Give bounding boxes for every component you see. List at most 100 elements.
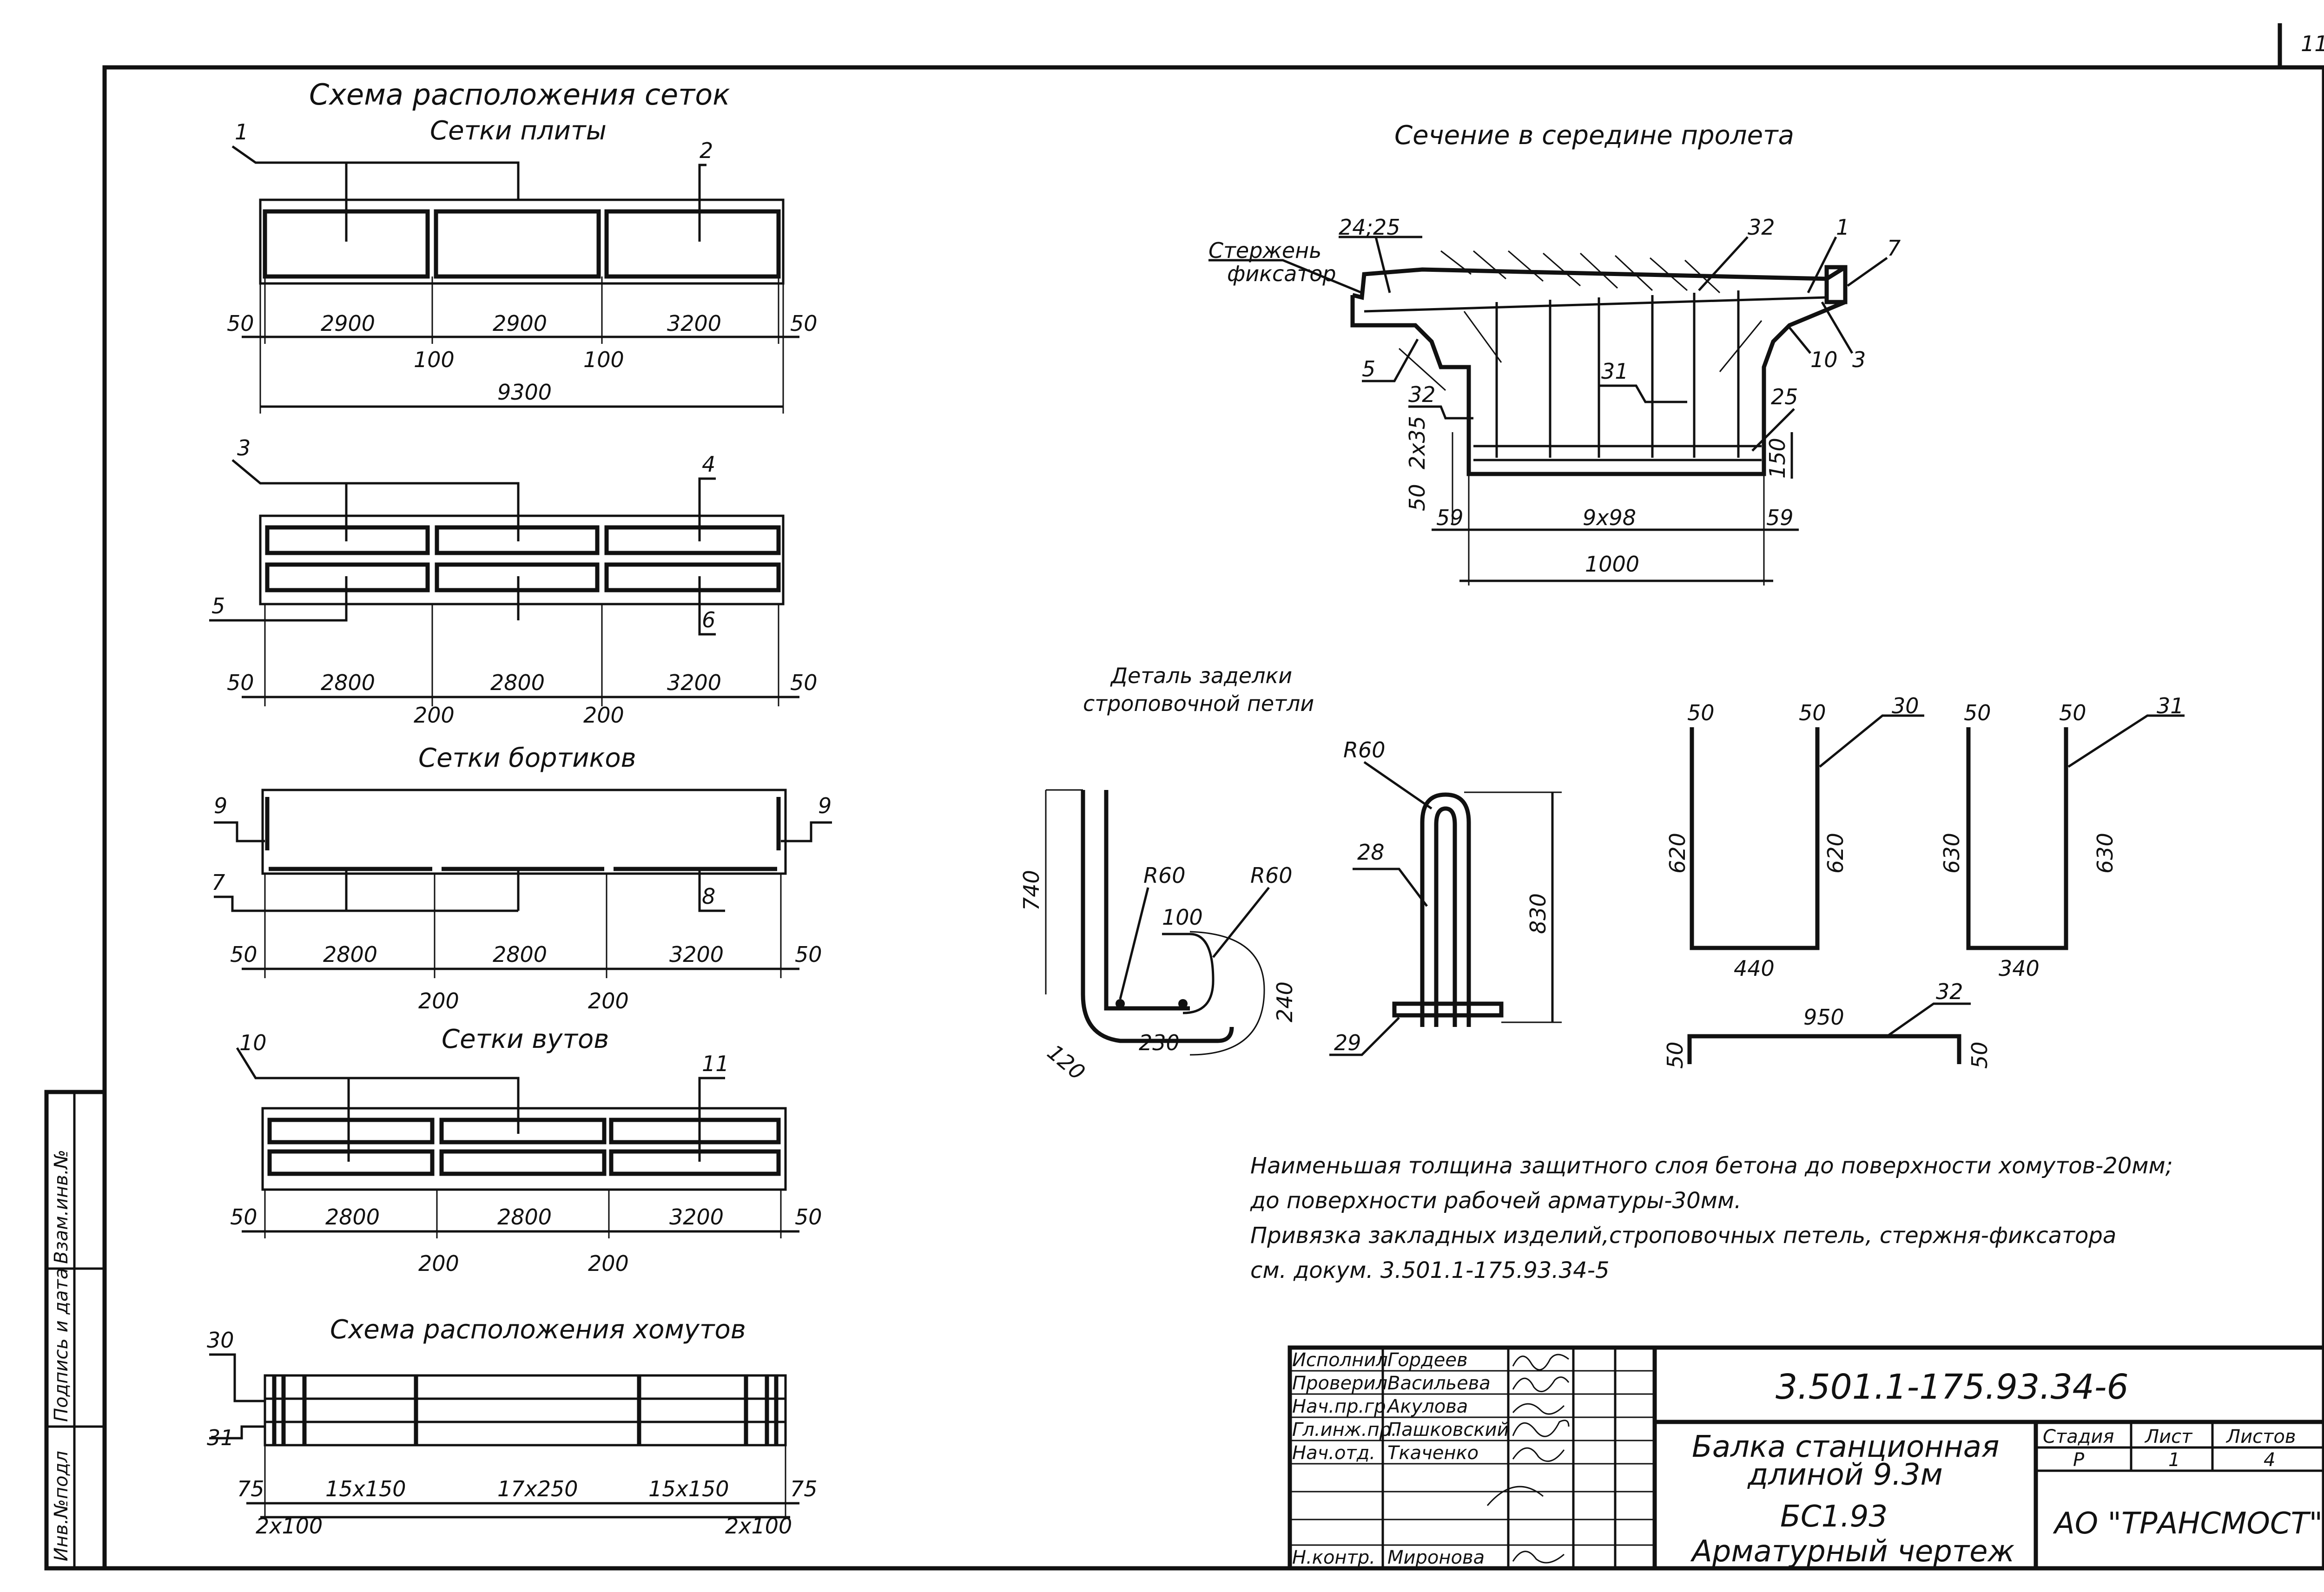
slab2-span-3: 3200 [667, 670, 721, 695]
section-label-31: 31 [1601, 359, 1629, 384]
slab2-callout-4: 4 [702, 452, 715, 477]
bar31-top-left: 50 [1964, 700, 1991, 725]
slab2-edge-right: 50 [790, 670, 818, 695]
stirrups-sub-right: 2x100 [725, 1513, 792, 1539]
section-group: Сечение в середине пролета [1208, 120, 1901, 585]
sides-gap-1: 200 [418, 988, 459, 1013]
sides-callout-7: 7 [211, 870, 225, 895]
stamp-role-2: Проверил [1292, 1373, 1387, 1394]
bar31-top-right: 50 [2059, 700, 2086, 725]
slab-span-2: 2900 [493, 311, 547, 336]
section-label-10: 10 [1810, 347, 1838, 372]
bar32-end-left: 50 [1663, 1041, 1688, 1069]
slab2-callout-5: 5 [211, 593, 225, 618]
stamp-stage-header: Стадия [2043, 1426, 2114, 1447]
slab2-edge-left: 50 [227, 670, 254, 695]
slab-edge-right: 50 [790, 311, 818, 336]
sides-callout-9-left: 9 [214, 793, 227, 818]
stamp-role-6: Н.контр. [1292, 1547, 1375, 1568]
sides-span-1: 2800 [323, 942, 377, 967]
stirrups-dim-left: 75 [237, 1476, 264, 1501]
stirrups-dim-right: 75 [790, 1476, 818, 1501]
stamp-org: АО "ТРАНСМОСТ" [2053, 1506, 2323, 1541]
title-block: Исполнил Проверил Нач.пр.гр. Гл.инж.пр. … [1287, 1345, 2324, 1571]
bar30-side-left: 620 [1665, 833, 1690, 874]
sides-callout-8: 8 [702, 884, 715, 909]
stamp-title-2: длиной 9.3м [1747, 1458, 1943, 1492]
bar32-group: 950 32 50 50 [1663, 979, 1992, 1069]
sides-span-2: 2800 [493, 942, 547, 967]
loop-label-29: 29 [1334, 1030, 1361, 1055]
haunch-span-2: 2800 [497, 1204, 552, 1230]
note-line-3: Привязка закладных изделий,строповочных … [1250, 1223, 2116, 1249]
slab-span-1: 2900 [321, 311, 375, 336]
stirrups-group: Схема расположения хомутов 30 31 75 15x1… [207, 1315, 818, 1539]
detail-title-2: строповочной петли [1083, 691, 1314, 716]
stamp-name-6: Миронова [1387, 1547, 1485, 1568]
stamp-name-4: Пашковский [1387, 1419, 1509, 1441]
scheme-title: Схема расположения сеток [309, 78, 730, 112]
slab2-gap-2: 200 [583, 703, 624, 728]
margin-inv-label: Инв.№подл [51, 1451, 72, 1561]
stamp-sheets: 4 [2264, 1449, 2275, 1471]
bar30-group: 50 50 30 620 620 440 [1665, 693, 1924, 981]
haunch-callout-11: 11 [702, 1051, 729, 1076]
sides-mesh-group: Сетки бортиков 9 9 7 8 50 2800 2800 3200… [211, 743, 832, 1013]
section-label-5: 5 [1362, 356, 1375, 382]
slab2-span-1: 2800 [321, 670, 375, 695]
stamp-sheets-header: Листов [2225, 1426, 2296, 1447]
slab-mesh-group: Сетки плиты 1 2 50 2900 2900 3200 50 100… [227, 116, 818, 414]
sides-edge-left: 50 [230, 942, 257, 967]
sides-callout-9-right: 9 [818, 793, 832, 818]
detail-title-1: Деталь заделки [1110, 663, 1292, 688]
haunch-span-3: 3200 [669, 1204, 724, 1230]
stamp-role-1: Исполнил [1292, 1349, 1388, 1371]
stirrups-title: Схема расположения хомутов [330, 1315, 746, 1345]
section-dim-59-left: 59 [1436, 505, 1464, 530]
loop-group: R60 830 28 29 [1329, 737, 1562, 1056]
stamp-name-5: Ткаченко [1387, 1442, 1479, 1464]
stirrups-callout-31: 31 [207, 1425, 234, 1450]
margin-strip: Инв.№подл Подпись и дата Взам.инв.№ [44, 1090, 107, 1571]
bar31-group: 50 50 31 630 630 340 [1939, 693, 2185, 981]
section-dim-1000: 1000 [1585, 552, 1639, 577]
sides-gap-2: 200 [588, 988, 629, 1013]
sides-span-3: 3200 [669, 942, 724, 967]
slab-gap-2: 100 [583, 347, 624, 372]
slab-span-3: 3200 [667, 311, 721, 336]
sides-title: Сетки бортиков [418, 743, 636, 773]
bar32-label: 32 [1936, 979, 1963, 1004]
page-number: 11 [2301, 31, 2324, 56]
section-dim-50: 50 [1405, 484, 1430, 511]
detail-dim-120: 120 [1043, 1039, 1090, 1085]
stamp-name-2: Васильева [1387, 1373, 1491, 1394]
section-dim-2x35: 2x35 [1405, 416, 1430, 469]
stamp-role-4: Гл.инж.пр. [1292, 1419, 1397, 1441]
haunch-title: Сетки вутов [442, 1024, 609, 1054]
notes: Наименьшая толщина защитного слоя бетона… [1250, 1153, 2173, 1283]
section-label-7: 7 [1887, 236, 1901, 261]
stamp-sheet: 1 [2168, 1449, 2180, 1471]
slab2-callout-3: 3 [237, 435, 251, 460]
bar30-label: 30 [1892, 693, 1919, 718]
section-label-1: 1 [1836, 215, 1849, 240]
section-dim-59-right: 59 [1766, 505, 1794, 530]
slab2-span-2: 2800 [490, 670, 545, 695]
haunch-edge-left: 50 [230, 1204, 257, 1230]
section-title: Сечение в середине пролета [1394, 120, 1794, 151]
signatures [1486, 1354, 1570, 1564]
bar30-bottom: 440 [1734, 956, 1775, 981]
stamp-sheet-header: Лист [2144, 1426, 2193, 1447]
bar31-side-right: 630 [2093, 833, 2118, 874]
section-label-2425: 24;25 [1339, 215, 1400, 240]
stirrups-dim-1: 15x150 [325, 1476, 406, 1501]
slab-callout-1: 1 [235, 119, 248, 145]
loop-r60: R60 [1343, 737, 1386, 763]
detail-dim-740: 740 [1019, 870, 1044, 911]
bar32-end-right: 50 [1967, 1041, 1992, 1069]
loop-height-830: 830 [1525, 893, 1551, 934]
section-dim-9x98: 9x98 [1583, 505, 1636, 530]
bar30-side-right: 620 [1823, 833, 1848, 874]
stamp-code: 3.501.1-175.93.34-6 [1776, 1367, 2129, 1407]
